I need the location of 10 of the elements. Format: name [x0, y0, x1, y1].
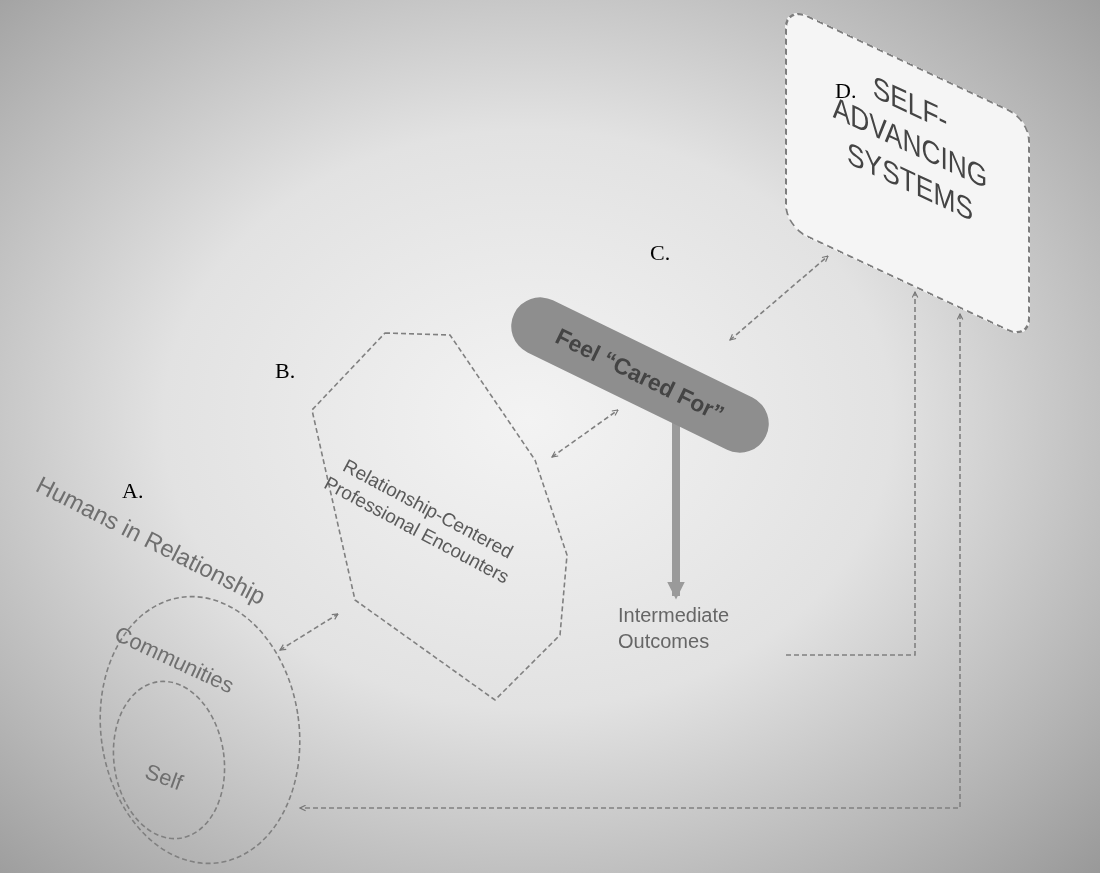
outcome-text: Intermediate Outcomes — [618, 603, 731, 654]
dashed-arrow — [279, 613, 339, 651]
dashed-arrow — [785, 291, 919, 656]
section-letter: C. — [650, 240, 671, 266]
section-letter: B. — [275, 358, 296, 384]
dashed-arrow — [551, 409, 619, 458]
section-letter: A. — [122, 478, 144, 504]
ring-label: Self — [141, 758, 187, 797]
dashed-arrow — [729, 255, 829, 341]
dashed-arrow — [299, 313, 964, 812]
